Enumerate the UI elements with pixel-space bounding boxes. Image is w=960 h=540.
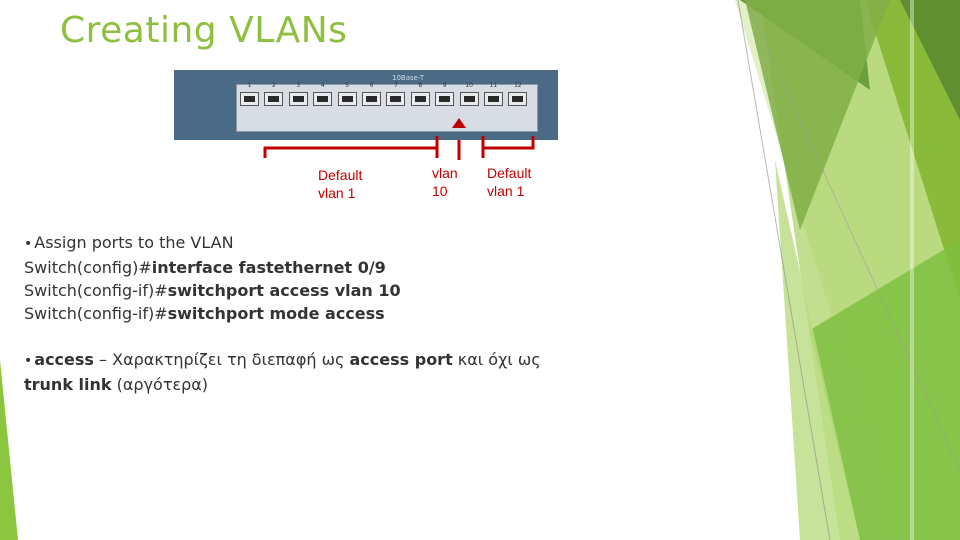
- port-number-11: 11: [489, 82, 498, 89]
- bullet-assign-ports: •Assign ports to the VLAN Switch(config)…: [24, 233, 401, 323]
- ethernet-port-8: [410, 92, 430, 106]
- port-number-8: 8: [418, 82, 423, 89]
- port-number-4: 4: [320, 82, 325, 89]
- ethernet-port-2: [264, 92, 284, 106]
- ethernet-port-6: [362, 92, 381, 106]
- port-number-6: 6: [369, 82, 374, 89]
- ethernet-port-7: [386, 92, 406, 106]
- port-number-3: 3: [296, 82, 301, 89]
- port-number-12: 12: [514, 82, 522, 89]
- label-default-vlan-right: Default vlan 1: [487, 165, 532, 199]
- switch-brand-label: 10Base-T: [392, 74, 425, 82]
- command-line-3: Switch(config-if)#switchport mode access: [24, 304, 385, 323]
- ethernet-port-11: [484, 92, 503, 106]
- port-number-7: 7: [393, 82, 398, 89]
- command-line-2: Switch(config-if)#switchport access vlan…: [24, 281, 401, 300]
- ethernet-port-9: [435, 92, 455, 106]
- ethernet-port-12: [508, 92, 528, 106]
- port-number-1: 1: [247, 82, 252, 89]
- port-number-2: 2: [271, 82, 276, 89]
- label-vlan-10: vlan 10: [432, 165, 458, 199]
- ethernet-port-1: [240, 92, 259, 106]
- slide-title: Creating VLANs: [60, 10, 348, 51]
- ethernet-port-10: [459, 92, 479, 106]
- bullet-access-description: •access – Χαρακτηρίζει τη διεπαφή ως acc…: [24, 350, 541, 394]
- port-number-10: 10: [465, 82, 473, 89]
- ethernet-port-4: [313, 92, 333, 106]
- ethernet-port-3: [288, 92, 308, 106]
- port-number-5: 5: [345, 82, 349, 89]
- ethernet-port-5: [337, 92, 357, 106]
- port-number-9: 9: [442, 82, 447, 89]
- label-default-vlan-left: Default vlan 1: [318, 167, 363, 201]
- command-line-1: Switch(config)#interface fastethernet 0/…: [24, 258, 386, 277]
